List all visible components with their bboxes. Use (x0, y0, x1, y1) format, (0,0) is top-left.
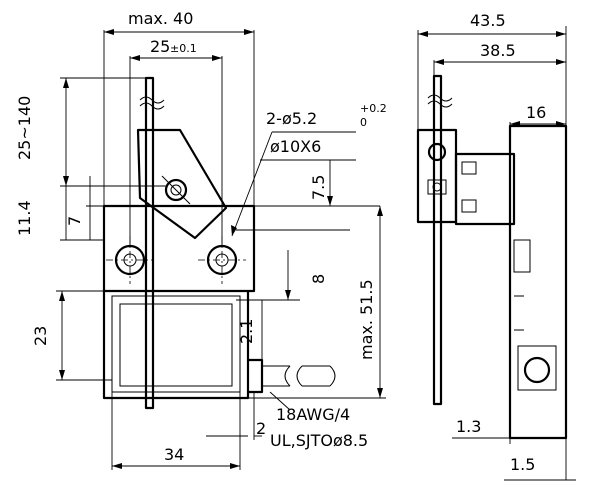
dim-34: 34 (164, 445, 184, 464)
dim-16: 16 (526, 103, 546, 122)
dim-height-max: max. 51.5 (357, 279, 376, 360)
dim-8: 8 (309, 274, 328, 284)
cable-spec: UL,SJTOø8.5 (270, 431, 368, 450)
side-dimensions (417, 26, 576, 481)
dim-2-1: 2.1 (237, 319, 256, 344)
side-body (454, 152, 516, 226)
dim-7-5: 7.5 (309, 175, 328, 200)
lever-break-mark (139, 96, 165, 104)
side-housing (508, 124, 568, 440)
hole-tol-lower: 0 (360, 116, 367, 129)
hole-tol-upper: +0.2 (360, 102, 387, 115)
actuator-pivot (164, 178, 188, 202)
boss-spec: ø10X6 (270, 137, 321, 156)
arrowheads (59, 29, 566, 469)
dim-pitch: 25 (150, 37, 170, 56)
dim-1-3: 1.3 (456, 417, 481, 436)
dim-11-4: 11.4 (15, 200, 34, 236)
lower-housing (102, 291, 250, 400)
side-rod (432, 74, 443, 406)
dim-pitch-tol: ±0.1 (170, 42, 197, 55)
side-view (416, 74, 568, 440)
dim-2: 2 (256, 419, 266, 438)
actuator-head (136, 128, 228, 240)
dimension-labels: max. 40 25 ±0.1 25~140 11.4 7 2-ø5.2 +0.… (15, 9, 546, 474)
dim-lever-range: 25~140 (15, 96, 34, 160)
front-dimensions (56, 30, 386, 470)
hole-spec: 2-ø5.2 (266, 109, 317, 128)
dim-depth-body: 38.5 (480, 41, 516, 60)
lever-rod (144, 76, 155, 410)
dim-depth-total: 43.5 (470, 11, 506, 30)
dim-23: 23 (31, 326, 50, 346)
switch-body (102, 204, 256, 293)
dim-7: 7 (65, 216, 84, 226)
cable-gauge: 18AWG/4 (276, 405, 350, 424)
cable-gland (248, 358, 264, 394)
dim-width-max: max. 40 (128, 9, 193, 28)
cable (262, 365, 336, 387)
dim-1-5: 1.5 (510, 455, 535, 474)
